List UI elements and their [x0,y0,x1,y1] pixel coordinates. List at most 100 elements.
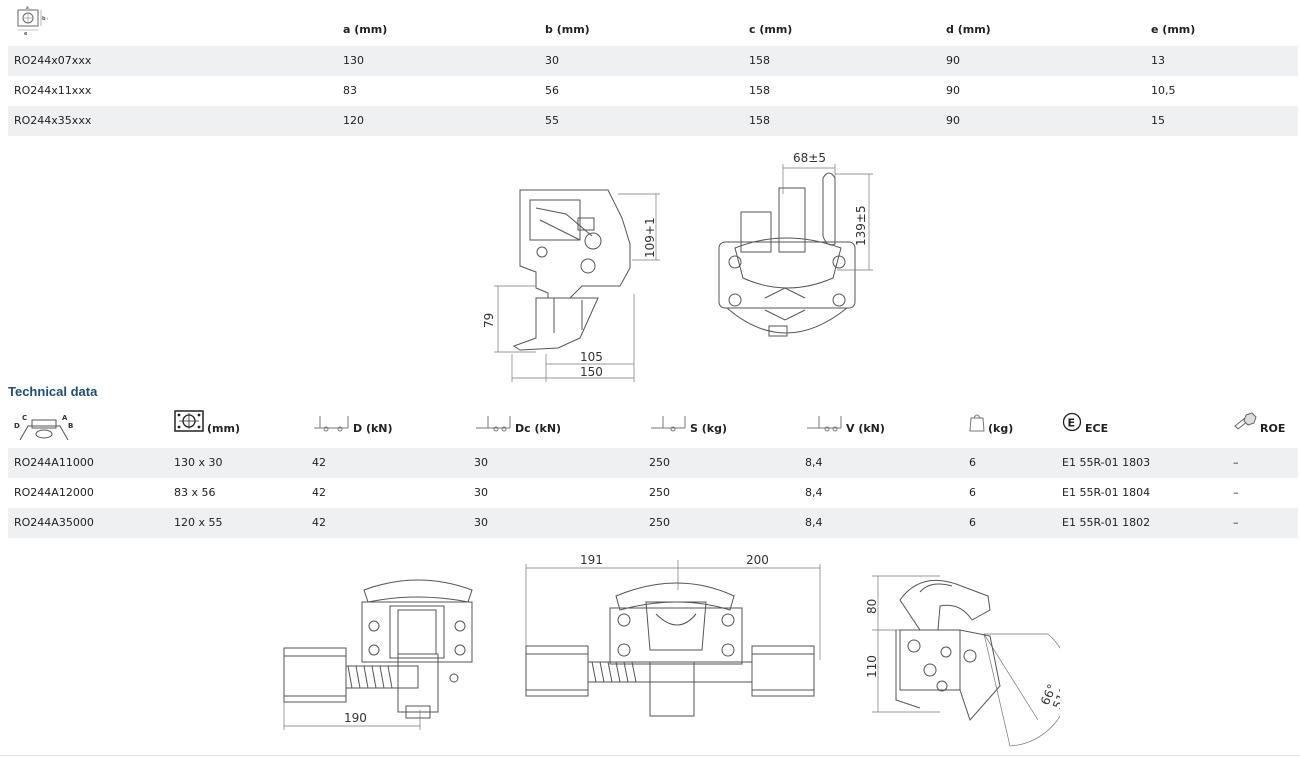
part-number: RO244A11000 [14,456,94,469]
part-number: RO244x07xxx [14,54,92,67]
value-ece: E1 55R-01 1803 [1062,456,1151,469]
col-header-weight: (kg) [969,410,1013,448]
col-header-v: V (kN) [805,410,885,448]
value-e: 13 [1151,54,1165,67]
value-v: 8,4 [805,486,823,499]
value-d: 42 [312,486,326,499]
value-e: 10,5 [1151,84,1176,97]
weight-icon [969,410,985,448]
value-d: 42 [312,516,326,529]
value-s: 250 [649,516,670,529]
table-row: RO244x35xxx 120 55 158 90 15 [8,106,1298,136]
svg-text:e: e [24,31,28,36]
col-header-e: e (mm) [1151,23,1196,36]
part-number: RO244A12000 [14,486,94,499]
col-header-roe: ROE [1233,410,1285,448]
value-b: 56 [545,84,559,97]
value-b: 30 [545,54,559,67]
value-bolt-pattern: 83 x 56 [174,486,216,499]
technical-data-table: D C A B (mm) [8,410,1298,538]
value-e: 15 [1151,114,1165,127]
value-ece: E1 55R-01 1802 [1062,516,1151,529]
value-dc: 30 [474,456,488,469]
divider [0,755,1300,756]
dim-150: 150 [580,365,603,379]
dim-109: 109+1 [643,217,657,258]
svg-text:b d: b d [42,16,48,22]
col-header-d: D (kN) [312,410,393,448]
front-view-drawing: 68±5 139±5 [705,148,880,358]
hitch-dimension-diagram-icon: b d e a [14,5,51,42]
trailer-d-icon [312,410,350,448]
value-c: 158 [749,54,770,67]
top-view-drawing: 190 [278,570,488,730]
col-header-ece: E ECE [1062,410,1108,448]
dim-190: 190 [344,711,367,725]
svg-text:E: E [1068,417,1076,430]
dim-68: 68±5 [793,151,826,165]
dim-139: 139±5 [854,205,868,246]
value-d: 90 [946,84,960,97]
dim-105: 105 [580,350,603,364]
value-c: 158 [749,114,770,127]
ece-mark-icon: E [1062,410,1082,448]
col-header-c: c (mm) [749,23,793,36]
col-header-bolt-pattern: (mm) [174,410,240,448]
trailer-v-icon [805,410,843,448]
value-weight: 6 [969,456,976,469]
value-weight: 6 [969,486,976,499]
part-number: RO244x35xxx [14,114,92,127]
dim-79: 79 [482,313,496,328]
table-row: RO244x07xxx 130 30 158 90 13 [8,46,1298,76]
value-d: 42 [312,456,326,469]
trailer-dc-icon [474,410,512,448]
bolt-pattern-icon [174,410,204,448]
part-number: RO244A35000 [14,516,94,529]
technical-header-row: D C A B (mm) [8,410,1298,448]
dim-191: 191 [580,553,603,567]
table-row: RO244A35000 120 x 55 42 30 250 8,4 6 E1 … [8,508,1298,538]
value-d: 90 [946,114,960,127]
value-roe: – [1233,516,1239,529]
table-row: RO244x11xxx 83 56 158 90 10,5 [8,76,1298,106]
value-d: 90 [946,54,960,67]
value-b: 55 [545,114,559,127]
svg-text:a: a [26,6,29,10]
svg-text:B: B [68,422,73,430]
table-row: RO244A11000 130 x 30 42 30 250 8,4 6 E1 … [8,448,1298,478]
dimensions-header-row: b d e a a (mm) b (mm) c (mm) d (mm) e (m… [8,5,1298,46]
value-roe: – [1233,486,1239,499]
hitch-rotation-icon: D C A B [14,410,76,448]
rear-view-drawing: 191 200 [520,550,830,720]
col-header-d: d (mm) [946,23,991,36]
value-a: 83 [343,84,357,97]
value-dc: 30 [474,486,488,499]
trailer-s-icon [649,410,687,448]
dim-110: 110 [865,655,879,678]
dimensions-table: b d e a a (mm) b (mm) c (mm) d (mm) e (m… [8,5,1298,136]
dim-200: 200 [746,553,769,567]
value-roe: – [1233,456,1239,469]
value-a: 130 [343,54,364,67]
svg-text:A: A [62,414,68,422]
table-row: RO244A12000 83 x 56 42 30 250 8,4 6 E1 5… [8,478,1298,508]
value-bolt-pattern: 120 x 55 [174,516,223,529]
value-ece: E1 55R-01 1804 [1062,486,1151,499]
value-v: 8,4 [805,456,823,469]
svg-text:D: D [14,422,20,430]
dim-80: 80 [865,599,879,614]
col-header-b: b (mm) [545,23,590,36]
col-header-dc: Dc (kN) [474,410,561,448]
value-bolt-pattern: 130 x 30 [174,456,223,469]
value-weight: 6 [969,516,976,529]
svg-text:C: C [22,414,27,422]
section-title-technical-data: Technical data [8,384,98,399]
value-c: 158 [749,84,770,97]
value-v: 8,4 [805,516,823,529]
col-header-a: a (mm) [343,23,388,36]
rotation-view-drawing: 80 110 66° 51° [860,570,1060,750]
part-number: RO244x11xxx [14,84,92,97]
side-view-drawing: 109+1 79 105 150 [470,148,670,384]
dim-51-deg: 51° [1050,686,1060,711]
bolt-icon [1233,410,1257,448]
